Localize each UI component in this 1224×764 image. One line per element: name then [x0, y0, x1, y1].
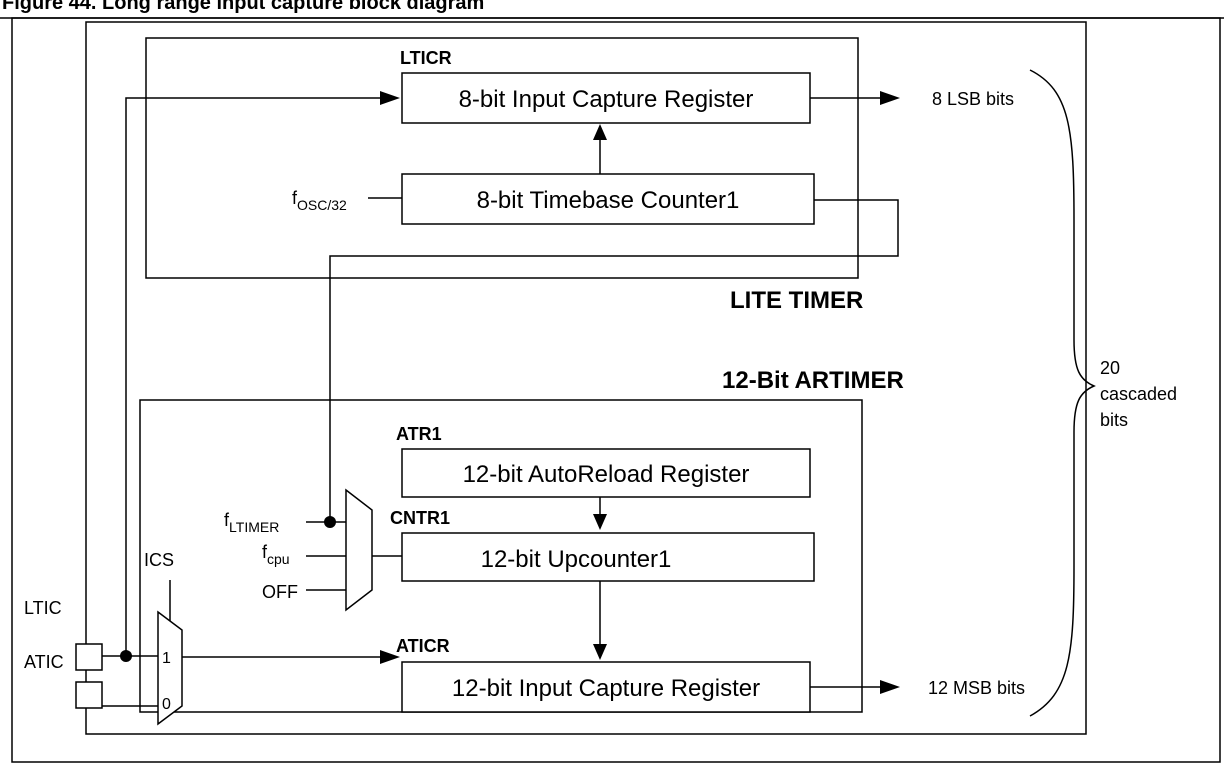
- atr-label: ATR1: [396, 424, 442, 444]
- ltimer-route-line: [329, 199, 899, 522]
- ics-mux-input-1: 1: [162, 650, 171, 667]
- off-label: OFF: [262, 582, 298, 602]
- ltic-route-arrow: [380, 91, 400, 105]
- fltimer-junction: [324, 516, 336, 528]
- fltimer-base: f: [224, 510, 230, 530]
- lsb-output-arrow: [880, 91, 900, 105]
- ltic-route-line: [125, 97, 380, 656]
- clock-mux: [345, 488, 373, 612]
- msb-output-label: 12 MSB bits: [928, 678, 1025, 698]
- upcounter-label: 12-bit Upcounter1: [481, 546, 672, 573]
- artimer-input-capture-register: [401, 661, 811, 713]
- fltimer-label: fLTIMER: [224, 510, 279, 535]
- autoreload-register: [401, 448, 811, 498]
- counter-to-aticr-arrow: [593, 644, 607, 660]
- outer-frame: [85, 21, 1087, 735]
- fosc-label: fOSC/32: [292, 188, 347, 213]
- fcpu-sub: cpu: [267, 551, 290, 567]
- lite-input-capture-register-label: 8-bit Input Capture Register: [459, 86, 754, 113]
- autoreload-register-label: 12-bit AutoReload Register: [463, 461, 750, 488]
- lite-input-capture-register: [401, 72, 811, 124]
- brace-line-3: bits: [1100, 410, 1128, 430]
- aticr-label: ATICR: [396, 636, 450, 656]
- fosc-base: f: [292, 188, 298, 208]
- ltic-label: LTIC: [24, 598, 62, 618]
- ics-mux-input-0: 0: [162, 696, 171, 713]
- ics-to-aticr-arrow: [380, 650, 400, 664]
- fosc-sub: OSC/32: [297, 197, 347, 213]
- counter-to-register-arrow: [593, 124, 607, 140]
- figure-caption: Figure 44. Long range input capture bloc…: [2, 0, 484, 14]
- fcpu-base: f: [262, 542, 268, 562]
- fltimer-sub: LTIMER: [229, 519, 279, 535]
- cascade-brace: [1029, 69, 1096, 717]
- atic-label: ATIC: [24, 652, 64, 672]
- lite-timer-title: LITE TIMER: [730, 287, 863, 314]
- ics-mux: [157, 610, 183, 726]
- msb-output-arrow: [880, 680, 900, 694]
- ltcr-label: LTICR: [400, 48, 452, 68]
- atic-pin: [75, 681, 103, 709]
- artimer-input-capture-register-label: 12-bit Input Capture Register: [452, 675, 760, 702]
- lsb-output-label: 8 LSB bits: [932, 89, 1014, 109]
- ics-label: ICS: [144, 550, 174, 570]
- cntr-label: CNTR1: [390, 508, 450, 528]
- artimer-title: 12-Bit ARTIMER: [722, 367, 904, 394]
- upcounter: [401, 532, 815, 582]
- brace-line-1: 20: [1100, 358, 1120, 378]
- brace-line-2: cascaded: [1100, 384, 1177, 404]
- ltic-pin: [75, 643, 103, 671]
- page-frame: [11, 17, 1221, 763]
- timebase-counter-label: 8-bit Timebase Counter1: [477, 187, 740, 214]
- atr-to-counter-arrow: [593, 514, 607, 530]
- timebase-counter: [401, 173, 815, 225]
- fcpu-label: fcpu: [262, 542, 290, 567]
- lite-timer-block: [145, 37, 859, 279]
